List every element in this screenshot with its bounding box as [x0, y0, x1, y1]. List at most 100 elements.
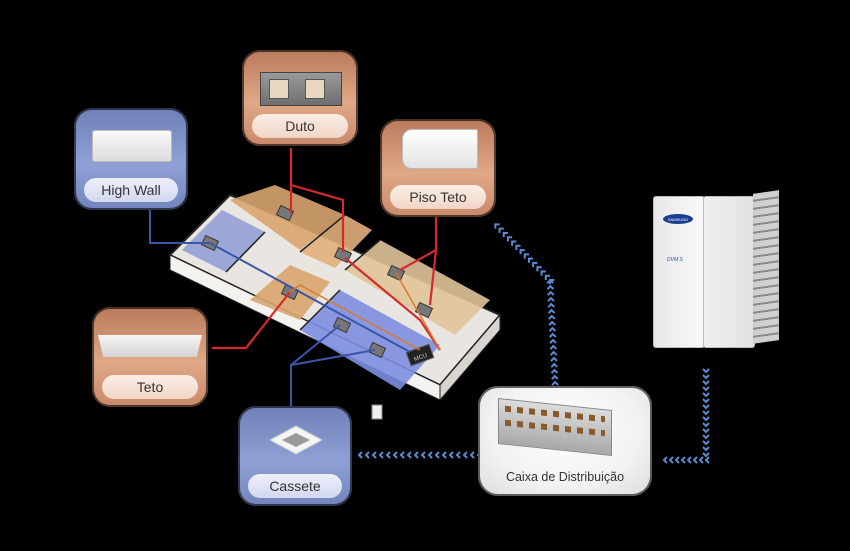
flow-chevron — [406, 451, 412, 459]
flow-chevron — [702, 386, 710, 392]
flow-chevron — [544, 274, 551, 280]
flow-chevron — [702, 380, 710, 386]
flow-chevron — [702, 416, 710, 422]
flow-chevron — [547, 302, 555, 308]
outdoor-unit-right-panel — [703, 196, 755, 348]
flow-chevron — [532, 261, 538, 268]
room-blue-office — [182, 210, 265, 272]
room-meeting — [345, 240, 490, 335]
ceiling-unit-icon — [98, 335, 202, 357]
flow-chevron — [523, 253, 530, 259]
flow-chevron — [357, 451, 363, 459]
floor-plan: MCU — [168, 185, 502, 420]
floor-ceiling-unit-icon — [402, 129, 478, 169]
flow-chevron — [702, 446, 710, 452]
flow-chevron — [702, 374, 710, 380]
flow-chevron — [511, 240, 517, 246]
flow-chevron — [548, 278, 555, 285]
high-wall-label: High Wall — [84, 178, 178, 202]
flow-chevron — [702, 398, 710, 404]
card-teto[interactable]: Teto — [92, 307, 208, 407]
card-high-wall[interactable]: High Wall — [74, 108, 188, 210]
flow-chevron — [550, 368, 559, 374]
dvm-badge: DVM S — [667, 257, 683, 263]
flow-chevron — [448, 451, 454, 459]
flow-chevron — [547, 296, 555, 302]
flow-chevron — [385, 451, 391, 459]
flow-chevron — [698, 456, 704, 464]
duto-label: Duto — [252, 114, 348, 138]
flow-chevron — [551, 374, 559, 380]
flow-chevron — [441, 451, 447, 459]
flow-chevron — [427, 451, 433, 459]
flow-chevron — [469, 451, 475, 459]
cassette-unit-icon — [268, 422, 324, 455]
flow-chevron — [704, 456, 710, 464]
flow-chevron — [502, 231, 508, 238]
outdoor-unit-grille — [753, 190, 779, 344]
card-piso-teto[interactable]: Piso Teto — [380, 119, 496, 217]
flow-chevron — [702, 404, 710, 410]
flow-chevron — [527, 257, 534, 263]
flow-chevron — [371, 451, 377, 459]
flow-chevron — [686, 456, 692, 464]
room-orange-small — [300, 215, 372, 268]
blue-pipes — [149, 210, 411, 408]
card-caixa-distribuicao[interactable]: Caixa de Distribuição — [478, 386, 652, 496]
distribution-box-icon — [498, 398, 612, 456]
samsung-logo: SAMSUNG — [663, 214, 693, 224]
flow-chevron — [506, 236, 513, 242]
flow-chevron — [702, 392, 710, 398]
flow-chevron — [494, 223, 500, 229]
orange-pipes — [289, 272, 441, 351]
caixa-distribuicao-label: Caixa de Distribuição — [505, 470, 625, 484]
mcu-label: MCU — [413, 353, 428, 363]
flow-chevron — [549, 344, 558, 350]
flow-chevron — [702, 422, 710, 428]
flow-chevron — [548, 326, 557, 332]
flow-chevron — [548, 320, 556, 326]
flow-chevron — [364, 451, 370, 459]
duct-unit-icon — [260, 72, 342, 106]
flow-chevron — [420, 451, 426, 459]
flow-chevron — [392, 451, 398, 459]
cassete-label: Cassete — [248, 474, 342, 498]
flow-chevron — [413, 451, 419, 459]
flow-chevron — [540, 270, 546, 276]
piso-teto-label: Piso Teto — [390, 185, 486, 209]
flow-chevron — [434, 451, 440, 459]
flow-chevron — [548, 314, 556, 320]
flow-chevron — [702, 452, 710, 458]
flow-chevron — [515, 244, 521, 251]
flow-chevron — [668, 456, 674, 464]
card-cassete[interactable]: Cassete — [238, 406, 352, 506]
flow-chevron — [455, 451, 461, 459]
flow-chevron — [549, 338, 557, 344]
flow-chevron — [519, 249, 525, 255]
flow-chevron — [378, 451, 384, 459]
flow-chevron — [702, 368, 710, 374]
flow-chevron — [549, 350, 558, 356]
outdoor-unit[interactable]: SAMSUNG DVM S — [653, 190, 783, 352]
flow-chevron — [399, 451, 405, 459]
flow-chevron — [674, 456, 680, 464]
flow-chevron — [550, 356, 558, 362]
flow-chevron — [662, 456, 668, 464]
flow-chevron — [498, 227, 504, 233]
flow-chevron — [550, 362, 558, 368]
flow-chevron — [692, 456, 698, 464]
flow-chevron — [462, 451, 468, 459]
flow-chevron — [549, 332, 557, 338]
flow-chevron — [547, 290, 555, 296]
high-wall-unit-icon — [92, 130, 172, 162]
flow-chevron — [702, 428, 710, 434]
teto-label: Teto — [102, 375, 198, 399]
flow-chevron — [702, 410, 710, 416]
flow-chevron — [547, 308, 556, 314]
card-duto[interactable]: Duto — [242, 50, 358, 146]
flow-chevron — [551, 380, 559, 386]
flow-chevron — [680, 456, 686, 464]
red-pipes — [212, 148, 441, 351]
flow-chevron — [702, 440, 710, 446]
